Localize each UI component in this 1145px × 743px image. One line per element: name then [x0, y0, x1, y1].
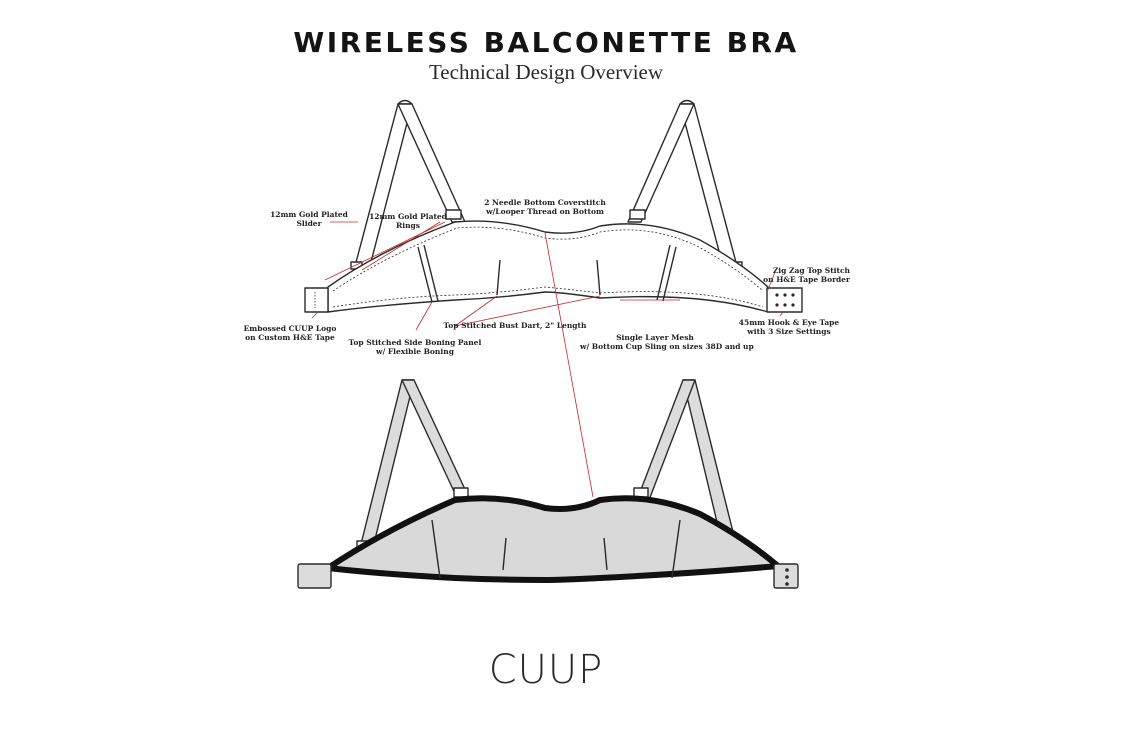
callout-logo-tape-line1: Embossed CUUP Logo [243, 324, 337, 333]
callout-lines [311, 221, 784, 498]
callout-hook-eye-line1: 45mm Hook & Eye Tape [738, 318, 840, 327]
callout-slider-line2: Slider [296, 219, 322, 228]
callout-boning-line1: Top Stitched Side Boning Panel [348, 338, 482, 347]
callout-rings-line2: Rings [395, 221, 420, 230]
callout-dart-line1: Top Stitched Bust Dart, 2" Length [443, 321, 587, 330]
page-subtitle: Technical Design Overview [428, 60, 664, 84]
callout-zigzag-line1: Zig Zag Top Stitch [772, 266, 850, 275]
callout-hook-eye: 45mm Hook & Eye Tape with 3 Size Setting… [734, 318, 844, 336]
callout-slider: 12mm Gold Plated Slider [264, 210, 354, 228]
callout-boning: Top Stitched Side Boning Panel w/ Flexib… [340, 338, 490, 356]
flat-body [327, 220, 769, 313]
callout-hook-eye-line2: with 3 Size Settings [747, 327, 831, 336]
callout-coverstitch: 2 Needle Bottom Coverstitch w/Looper Thr… [480, 198, 610, 216]
callout-dart: Top Stitched Bust Dart, 2" Length [440, 321, 590, 330]
page-title: WIRELESS BALCONETTE BRA [293, 26, 799, 59]
callout-logo-tape: Embossed CUUP Logo on Custom H&E Tape [240, 324, 340, 342]
callout-zigzag-line2: on H&E Tape Border [763, 275, 850, 284]
rendered-view [297, 379, 799, 589]
callout-coverstitch-line2: w/Looper Thread on Bottom [486, 207, 604, 216]
callout-logo-tape-line2: on Custom H&E Tape [245, 333, 335, 342]
callout-rings-line1: 12mm Gold Plated [369, 212, 447, 221]
brand-logo: CUUP [488, 647, 604, 693]
callout-mesh-line1: Single Layer Mesh [616, 333, 694, 342]
rendered-body [325, 495, 781, 583]
callout-boning-line2: w/ Flexible Boning [376, 347, 454, 356]
flat-sketch [304, 99, 803, 313]
left-strap-flat [349, 99, 466, 286]
callout-rings: 12mm Gold Plated Rings [363, 212, 453, 230]
callout-zigzag: Zig Zag Top Stitch on H&E Tape Border [760, 266, 850, 284]
callout-coverstitch-line1: 2 Needle Bottom Coverstitch [484, 198, 606, 207]
left-strap-rendered [354, 379, 471, 569]
callout-mesh: Single Layer Mesh w/ Bottom Cup Sling on… [580, 333, 754, 351]
callout-slider-line1: 12mm Gold Plated [270, 210, 348, 219]
callout-mesh-line2: w/ Bottom Cup Sling on sizes 38D and up [580, 342, 754, 351]
